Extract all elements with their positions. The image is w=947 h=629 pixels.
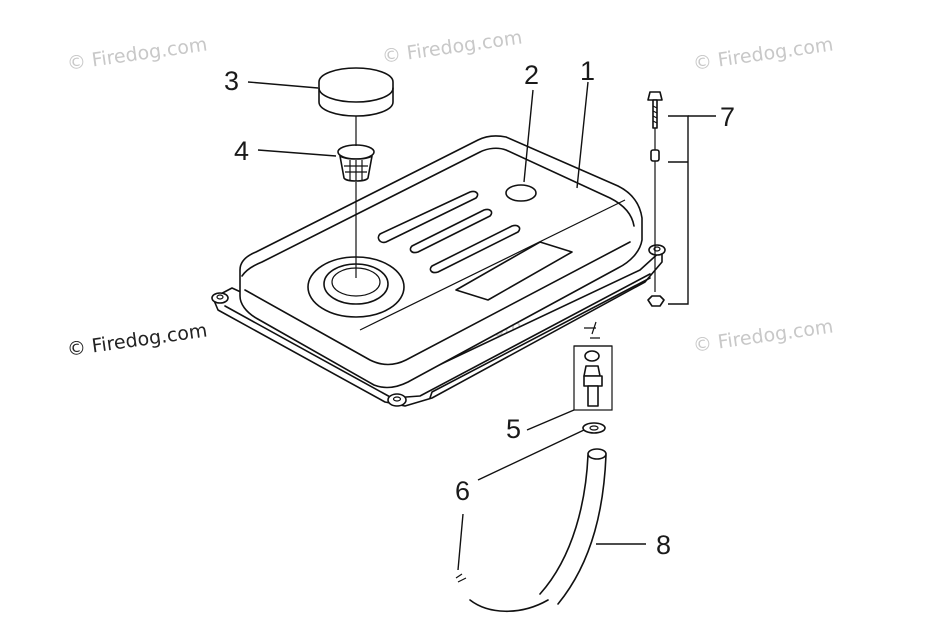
leader-5	[526, 409, 575, 431]
bracket-7	[668, 115, 689, 305]
mounting-tab-left	[211, 292, 229, 304]
callout-8: 8	[656, 530, 671, 560]
bolt-assembly	[647, 91, 665, 307]
mounting-tab-right	[648, 244, 666, 256]
callout-2: 2	[524, 60, 539, 90]
callout-7: 7	[720, 102, 735, 132]
fuel-cap	[318, 67, 394, 117]
leader-2	[523, 89, 534, 183]
fuel-valve	[573, 321, 613, 434]
callout-3: 3	[224, 66, 239, 96]
callout-6: 6	[455, 476, 470, 506]
fuel-hose	[455, 448, 607, 613]
callout-1: 1	[580, 56, 595, 86]
leader-4	[257, 149, 337, 157]
leader-6	[477, 429, 585, 481]
watermark-top-left: © Firedog.com	[66, 33, 209, 74]
fuel-tank	[211, 135, 666, 407]
watermark-top-center: © Firedog.com	[381, 26, 524, 67]
mounting-tab-front	[387, 393, 407, 407]
watermark-mid-left: © Firedog.com	[66, 319, 209, 360]
fuel-strainer	[337, 144, 375, 182]
watermark-mid-right: © Firedog.com	[692, 315, 835, 356]
leader-3	[247, 81, 319, 89]
callout-4: 4	[234, 136, 249, 166]
leader-1	[576, 81, 589, 189]
watermark-top-right: © Firedog.com	[692, 33, 835, 74]
leader-6-lower	[457, 513, 464, 571]
callout-5: 5	[506, 414, 521, 444]
